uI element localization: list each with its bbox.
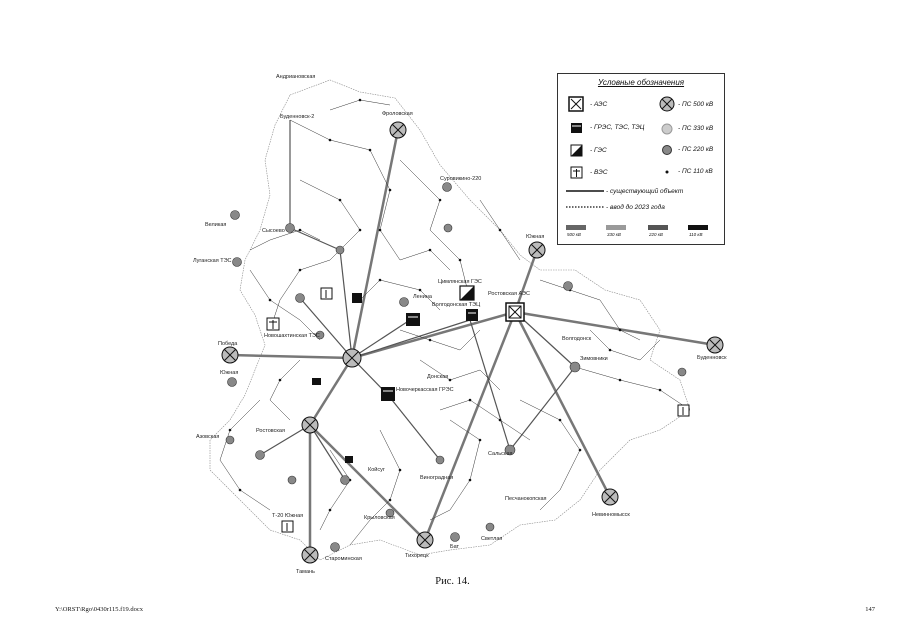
legend-existing: - существующий объект — [606, 188, 684, 195]
label-donskaya: Донская — [427, 374, 448, 380]
label-yuzhnaya: Южная — [526, 234, 544, 240]
label-andrianovskaya: Андриановская — [276, 74, 315, 80]
label-koysug: Койсуг — [368, 466, 385, 473]
label-lenina: Ленина — [413, 294, 433, 300]
legend-bar-220 — [648, 225, 668, 230]
legend-ps110: - ПС 110 кВ — [678, 168, 713, 175]
legend-ges: - ГЭС — [590, 147, 607, 154]
ps220-nodes — [225, 182, 687, 552]
legend-ps500: - ПС 500 кВ — [678, 101, 714, 108]
aes-icon — [505, 302, 525, 322]
label-rostovskaya: Ростовская — [256, 428, 285, 434]
footer-file-path: Y:\ORST\Rgo\0430r115.f19.docx — [55, 606, 143, 613]
label-egorlyk: Светлая — [481, 536, 502, 542]
ps500-nodes — [221, 121, 724, 564]
aes-icon — [568, 96, 584, 112]
label-vinogradnaya: Виноградная — [420, 475, 453, 481]
label-taganrog: Т-20 Южная — [272, 513, 303, 519]
map-labels: Андриановская Фроловская Буденновск-2 Су… — [193, 74, 727, 575]
ps500-icon — [659, 96, 675, 112]
label-azov: Азовская — [196, 434, 219, 440]
legend-bar-500 — [566, 225, 586, 230]
ves-icon — [570, 166, 583, 179]
label-surovikino: Суровикино-220 — [440, 176, 481, 182]
legend-ps330: - ПС 330 кВ — [678, 125, 714, 132]
gres-icon — [352, 293, 362, 303]
ps220-icon — [662, 145, 672, 155]
legend-ps220: - ПС 220 кВ — [678, 146, 714, 153]
legend-ves: - ВЭС — [590, 169, 608, 176]
legend-ps-icons — [659, 96, 675, 174]
gres-icon — [381, 387, 395, 401]
label-rostovskaya-aes: Ростовская АЭС — [488, 291, 530, 297]
ves-icon — [281, 520, 294, 533]
legend-title: Условные обозначения — [597, 78, 685, 87]
label-yuzhnaya2: Южная — [220, 370, 238, 376]
label-volgodonsk-tets: Волгодонская ТЭЦ — [432, 302, 480, 308]
label-salsk: Сальская — [488, 451, 513, 457]
label-novoshakht: Новошахтинская ТЭС — [264, 333, 320, 339]
label-kryukovo: Крыловская — [364, 515, 395, 521]
ps330-icon — [661, 123, 673, 135]
legend-aes: - АЭС — [590, 101, 608, 108]
ges-icon — [570, 144, 583, 157]
ves-icon — [677, 404, 690, 417]
legend-plant-icons — [568, 96, 584, 179]
gres-icon — [345, 456, 353, 463]
label-ilovlya: Великая — [205, 222, 226, 228]
label-pervomayskaya: Луганская ТЭС — [193, 258, 232, 264]
legend-box: Условные обозначения - АЭС - ГРЭС, ТЭС, … — [557, 73, 725, 245]
legend-line-samples — [566, 190, 604, 208]
ps110-icon — [665, 170, 669, 174]
gres-icon — [406, 313, 420, 326]
legend-bar-220-label: 220 кВ — [649, 232, 663, 237]
label-bat: Бат — [450, 544, 460, 550]
legend-planned: - ввод до 2023 года — [606, 204, 665, 211]
label-budennovsk2: Буденновск-2 — [280, 114, 314, 120]
power-plants — [266, 285, 690, 533]
legend-bar-330-label: 330 кВ — [607, 232, 621, 237]
ps110-dots — [228, 98, 662, 512]
ges-icon — [459, 285, 475, 301]
gres-icon — [466, 309, 478, 321]
label-tyumen: Тамань — [296, 569, 315, 575]
legend-bar-110 — [688, 225, 708, 230]
lines-500kv — [229, 129, 716, 555]
label-pobeda: Победа — [218, 341, 238, 347]
label-sysoevo: Сысоево — [262, 228, 285, 234]
label-frolovskaya: Фроловская — [382, 111, 413, 117]
legend-bar-110-label: 110 кВ — [689, 232, 703, 237]
figure-caption: Рис. 14. — [435, 576, 470, 587]
legend-bar-330 — [606, 225, 626, 230]
label-novocherk: Новочеркасская ГРЭС — [396, 387, 454, 393]
label-tsimlyanskaya: Цимлянская ГЭС — [438, 279, 482, 285]
page-number: 147 — [865, 606, 875, 613]
gres-icon — [571, 123, 582, 133]
legend-gres: - ГРЭС, ТЭС, ТЭЦ — [590, 124, 645, 131]
label-nevinnomyssk: Невинномысск — [592, 512, 630, 518]
region-outline — [209, 79, 691, 561]
ves-icon — [266, 317, 280, 331]
label-starominskaya: Староминская — [325, 556, 362, 562]
gres-icon — [312, 378, 321, 385]
label-zimovniki: Зимовники — [580, 356, 608, 362]
label-pesch: Песчанокопская — [505, 496, 547, 502]
legend-bar-500-label: 500 кВ — [567, 232, 581, 237]
ves-icon — [320, 287, 333, 300]
label-bagaevskaya: Волгодонск — [562, 336, 592, 342]
label-tikhoretsk: Тихорецк — [405, 553, 429, 559]
label-budennovsk: Буденновск — [697, 355, 727, 361]
